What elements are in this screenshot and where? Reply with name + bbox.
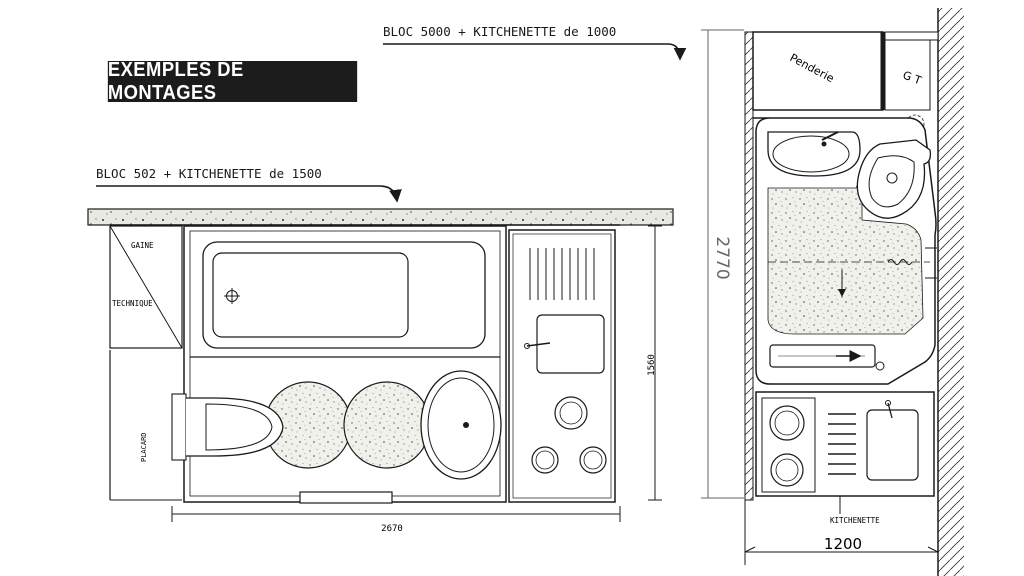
kitchenette-label: KITCHENETTE xyxy=(830,516,880,525)
plan-a-depth-dimension: 1560 xyxy=(647,354,657,376)
plan-b-drainboard-grooves xyxy=(828,413,856,475)
plan-b-height-dimension: 2770 xyxy=(712,236,732,279)
plan-a-width-dimension: 2670 xyxy=(381,524,403,534)
gt-label: G T xyxy=(901,69,923,88)
penderie-wardrobe xyxy=(752,31,884,111)
plan-b-toilet xyxy=(856,139,932,219)
technique-label: TECHNIQUE xyxy=(112,299,153,308)
toilet xyxy=(186,397,284,457)
plan-a-back-wall xyxy=(87,208,674,226)
placard-label: PLACARD xyxy=(140,432,148,462)
plan-b-side-wall xyxy=(938,8,964,576)
drainboard-grooves xyxy=(529,248,595,300)
shower-tray-right xyxy=(343,381,431,469)
plan-b-shower-floor xyxy=(767,174,924,335)
plan-a-caption-arrow xyxy=(96,185,402,203)
plan-b-caption: BLOC 5000 + KITCHENETTE de 1000 xyxy=(383,24,617,39)
plan-a: GAINE TECHNIQUE PLACARD xyxy=(87,208,674,534)
gaine-label: GAINE xyxy=(131,241,154,250)
plan-b-width-dimension: 1200 xyxy=(824,535,862,553)
title-banner: EXEMPLES DE MONTAGES xyxy=(107,59,358,104)
plan-b-washbasin xyxy=(767,131,861,177)
plan-b: 2770 Penderie G T xyxy=(701,8,964,576)
plan-b-caption-arrow xyxy=(383,43,687,61)
plan-b-kitchen-sink xyxy=(866,409,919,481)
plan-a-caption: BLOC 502 + KITCHENETTE de 1500 xyxy=(96,166,322,181)
